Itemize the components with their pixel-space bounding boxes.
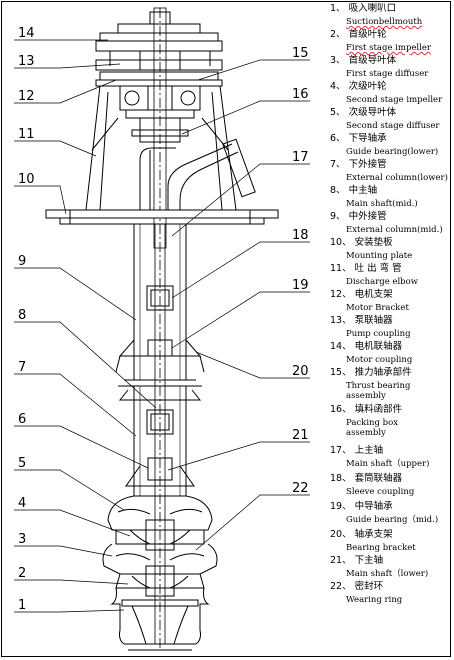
callout-labels: 14 13 12 11 10 9 8 7 6 5 4 3 2 1 15 16 1… [18,26,309,613]
legend-en: Motor coupling [346,355,413,365]
legend-zh: 8、 中主轴 [330,185,378,196]
callout-20: 20 [292,364,309,379]
legend-en: Mounting plate [346,251,413,261]
callout-11: 11 [18,127,35,142]
callout-19: 19 [292,278,309,293]
legend-zh: 17、 上主轴 [330,445,384,456]
legend-en: External column(mid.) [346,225,443,235]
callout-9: 9 [18,254,26,269]
legend-en: Packing box [346,418,399,428]
legend-zh: 5、 次级导叶体 [330,107,397,118]
legend-zh: 7、 下外接管 [330,159,387,170]
legend-en: Guide bearing(lower) [346,147,439,157]
legend-en: Second stage diffuser [346,121,440,131]
legend-zh: 18、 套筒联轴器 [330,473,403,484]
discharge-elbow-group [139,138,256,210]
legend-zh: 11、 吐 出 弯 管 [330,263,402,274]
legend-zh: 13、 泵联轴器 [330,315,393,326]
legend-en: Second stage impeller [346,95,443,105]
callout-6: 6 [18,412,26,427]
legend-en: Motor Bracket [346,303,409,313]
callout-8: 8 [18,308,26,323]
legend-en: Suctionbellmouth [346,17,423,27]
legend-zh: 10、 安装垫板 [330,237,393,248]
legend-zh: 19、 中导轴承 [330,501,393,512]
legend-zh: 1、 吸入喇叭口 [330,3,397,14]
legend-en: Main shaft（lower) [346,569,429,579]
legend-zh: 15、 推力轴承部件 [330,367,412,378]
legend-zh: 14、 电机联轴器 [330,341,403,352]
legend-en: Thrust bearing [346,381,411,391]
callout-10: 10 [18,172,35,187]
callout-2: 2 [18,566,26,581]
callout-1: 1 [18,598,26,613]
callout-15: 15 [292,46,309,61]
legend-en: First stage diffuser [346,69,429,79]
legend-zh: 21、 下主轴 [330,555,384,566]
legend-zh: 6、 下导轴承 [330,133,387,144]
legend-zh: 12、 电机支架 [330,289,393,300]
bowl-assembly-group [102,495,218,651]
legend-en: Guide bearing（mid.) [346,515,439,525]
callout-12: 12 [18,89,35,104]
legend-en-line2: assembly [346,391,386,401]
legend-zh: 22、 密封环 [330,581,384,592]
legend-en: Sleeve coupling [346,487,415,497]
legend-en: Bearing bracket [346,543,416,553]
legend-zh: 16、 填料函部件 [330,404,403,415]
leader-lines [14,39,310,613]
legend-zh: 9、 中外接管 [330,211,387,222]
callout-13: 13 [18,54,35,69]
legend-en: Discharge elbow [346,277,419,287]
legend-zh: 20、 轴承支架 [330,529,393,540]
legend-en: First stage impeller [346,43,431,53]
legend-en: Main shaft(mid.) [346,199,418,209]
legend-en: Pump coupling [346,329,411,339]
callout-22: 22 [292,481,309,496]
legend-zh: 2、 首级叶轮 [330,29,387,40]
mounting-plate-group [45,209,279,225]
legend-en: External column(lower) [346,173,448,183]
callout-4: 4 [18,496,26,511]
callout-16: 16 [292,87,309,102]
legend-zh: 4、 次级叶轮 [330,81,387,92]
callout-17: 17 [292,150,309,165]
callout-18: 18 [292,228,309,243]
callout-5: 5 [18,456,26,471]
callout-7: 7 [18,360,26,375]
legend-zh: 3、 首级导叶体 [330,55,397,66]
legend-en: Main shaft（upper) [346,459,430,469]
callout-21: 21 [292,428,309,443]
legend-en-line2: assembly [346,428,386,438]
legend-en: Wearing ring [346,595,403,605]
callout-14: 14 [18,26,35,41]
callout-3: 3 [18,532,26,547]
